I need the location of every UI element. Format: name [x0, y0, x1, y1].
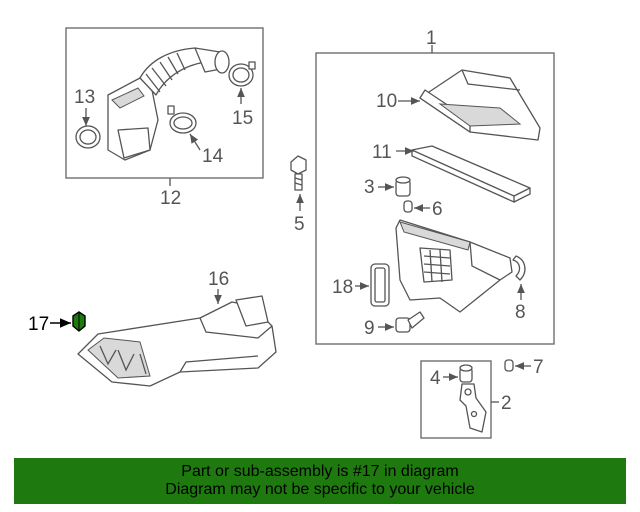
label-16: 16: [208, 269, 229, 290]
label-18: 18: [332, 277, 353, 298]
air-cleaner-cover-10[interactable]: [419, 69, 541, 141]
bolt-5[interactable]: [290, 155, 307, 191]
air-inlet-duct-16[interactable]: [77, 295, 277, 387]
label-6: 6: [432, 199, 443, 220]
clamp-15[interactable]: [228, 61, 256, 87]
label-9: 9: [364, 318, 375, 339]
parts-diagram: 13 14 15 12 1 10 11 3 6: [28, 27, 555, 439]
air-cleaner-body[interactable]: [395, 219, 513, 313]
label-11: 11: [372, 142, 392, 163]
label-15: 15: [232, 108, 253, 129]
group-box-12: [65, 27, 264, 179]
leader-14: [189, 133, 201, 151]
grommet-6[interactable]: [403, 200, 413, 213]
banner-line-1: Part or sub-assembly is #17 in diagram: [181, 463, 459, 480]
banner-line-2: Diagram may not be specific to your vehi…: [165, 481, 475, 498]
label-2: 2: [501, 393, 512, 414]
label-10: 10: [376, 91, 397, 112]
intake-duct-hose[interactable]: [107, 47, 230, 161]
label-14: 14: [202, 146, 224, 167]
fastener-17[interactable]: [72, 311, 86, 332]
grommet-3[interactable]: [395, 176, 411, 197]
label-5: 5: [294, 214, 305, 235]
clip-8[interactable]: [512, 255, 526, 281]
label-4: 4: [430, 368, 441, 389]
group-box-1: [315, 52, 555, 345]
resonator-18[interactable]: [370, 263, 390, 307]
label-13: 13: [74, 87, 95, 108]
info-banner: Part or sub-assembly is #17 in diagram D…: [14, 458, 626, 504]
label-1: 1: [426, 28, 437, 49]
label-17: 17: [28, 314, 49, 335]
air-filter-11[interactable]: [411, 145, 531, 204]
label-12: 12: [160, 188, 181, 209]
clamp-14[interactable]: [167, 105, 197, 134]
grommet-4[interactable]: [459, 364, 473, 383]
group-box-2: [420, 360, 492, 439]
sensor-9[interactable]: [395, 311, 425, 333]
clamp-13[interactable]: [75, 125, 101, 149]
grommet-7[interactable]: [504, 359, 514, 372]
label-8: 8: [515, 302, 526, 323]
bracket-2[interactable]: [459, 383, 487, 433]
label-7: 7: [533, 357, 544, 378]
label-3: 3: [364, 177, 375, 198]
